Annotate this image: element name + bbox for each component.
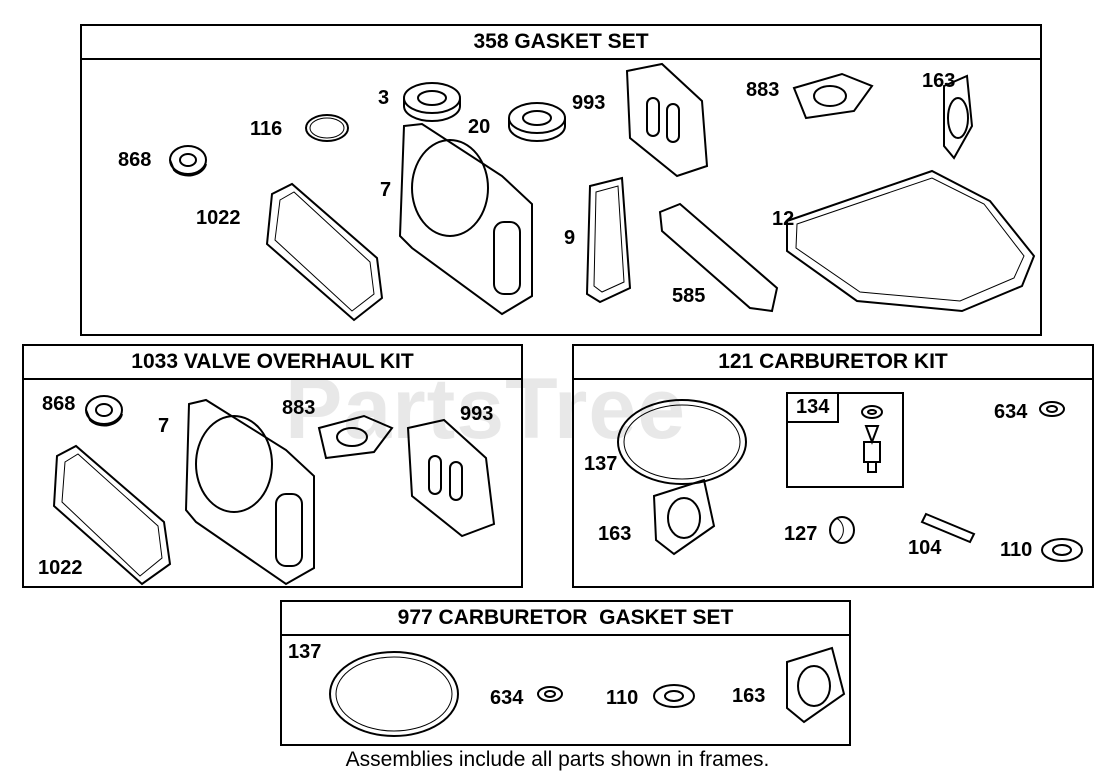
part-gasket-163 xyxy=(943,74,974,160)
valve-kit-parts xyxy=(52,395,496,586)
label-110: 110 xyxy=(1000,539,1033,561)
label-585: 585 xyxy=(672,285,706,307)
footer-note: Assemblies include all parts shown in fr… xyxy=(345,748,770,771)
part-gasket-163 xyxy=(786,646,846,724)
frame-carburetor-kit: 121 CARBURETOR KIT 134 634 137 163 127 1… xyxy=(572,344,1094,588)
label-993: 993 xyxy=(460,403,494,425)
label-634: 634 xyxy=(490,687,524,709)
part-ring-116 xyxy=(305,114,349,142)
part-ring-137 xyxy=(329,651,459,737)
gasket-set-parts xyxy=(169,62,1036,322)
label-134: 134 xyxy=(788,394,840,423)
part-needle-valve xyxy=(861,405,883,473)
label-993: 993 xyxy=(572,92,606,114)
frame-title: 1033 VALVE OVERHAUL KIT xyxy=(24,346,521,380)
label-634: 634 xyxy=(994,401,1028,423)
part-gasket-12 xyxy=(786,169,1036,313)
label-3: 3 xyxy=(378,87,390,109)
label-127: 127 xyxy=(784,523,818,545)
frame-carburetor-gasket-set: 977 CARBURETOR GASKET SET 137 634 110 16… xyxy=(280,600,851,746)
part-washer-634 xyxy=(537,686,563,702)
label-1022: 1022 xyxy=(196,207,241,229)
frame-title: 121 CARBURETOR KIT xyxy=(574,346,1092,380)
label-163: 163 xyxy=(922,70,956,92)
part-plate-993 xyxy=(625,62,709,178)
frame-gasket-set: 358 GASKET SET xyxy=(80,24,1042,336)
label-883: 883 xyxy=(746,79,780,101)
label-104: 104 xyxy=(908,537,942,559)
label-868: 868 xyxy=(42,393,76,415)
carb-gasket-parts xyxy=(329,646,846,737)
label-163: 163 xyxy=(732,685,766,707)
label-137: 137 xyxy=(584,453,618,475)
part-seal-868 xyxy=(85,395,123,427)
part-gasket-9 xyxy=(585,176,632,304)
part-seal-3 xyxy=(403,82,461,122)
label-110: 110 xyxy=(606,687,639,709)
part-pin-104 xyxy=(920,512,976,544)
label-116: 116 xyxy=(250,118,283,140)
frame-valve-overhaul-kit: 1033 VALVE OVERHAUL KIT 868 7 883 993 10… xyxy=(22,344,523,588)
part-head-gasket-7 xyxy=(184,398,315,586)
label-7: 7 xyxy=(380,179,392,201)
carb-kit-parts xyxy=(617,399,1083,562)
part-cover-gasket-1022 xyxy=(265,182,384,322)
part-washer-110 xyxy=(653,684,695,708)
label-868: 868 xyxy=(118,149,152,171)
part-gasket-883 xyxy=(792,72,874,120)
part-plate-993 xyxy=(406,418,496,538)
part-gasket-585 xyxy=(658,202,779,313)
frame-title: 358 GASKET SET xyxy=(82,26,1040,60)
part-cover-gasket-1022 xyxy=(52,444,172,586)
label-20: 20 xyxy=(468,116,491,138)
subframe-134: 134 xyxy=(786,392,904,488)
part-ring-137 xyxy=(617,399,747,485)
part-gasket-163 xyxy=(652,478,716,556)
label-883: 883 xyxy=(282,397,316,419)
frame-title: 977 CARBURETOR GASKET SET xyxy=(282,602,849,636)
part-seal-868 xyxy=(169,145,207,177)
part-head-gasket-7 xyxy=(398,122,533,316)
label-7: 7 xyxy=(158,415,170,437)
label-9: 9 xyxy=(564,227,576,249)
label-12: 12 xyxy=(772,208,795,230)
part-seal-20 xyxy=(508,102,566,142)
part-gasket-883 xyxy=(317,414,394,460)
label-1022: 1022 xyxy=(38,557,83,579)
part-washer-634 xyxy=(1039,401,1065,417)
part-plug-127 xyxy=(829,516,855,544)
label-137: 137 xyxy=(288,641,322,663)
label-163: 163 xyxy=(598,523,632,545)
part-washer-110 xyxy=(1041,538,1083,562)
